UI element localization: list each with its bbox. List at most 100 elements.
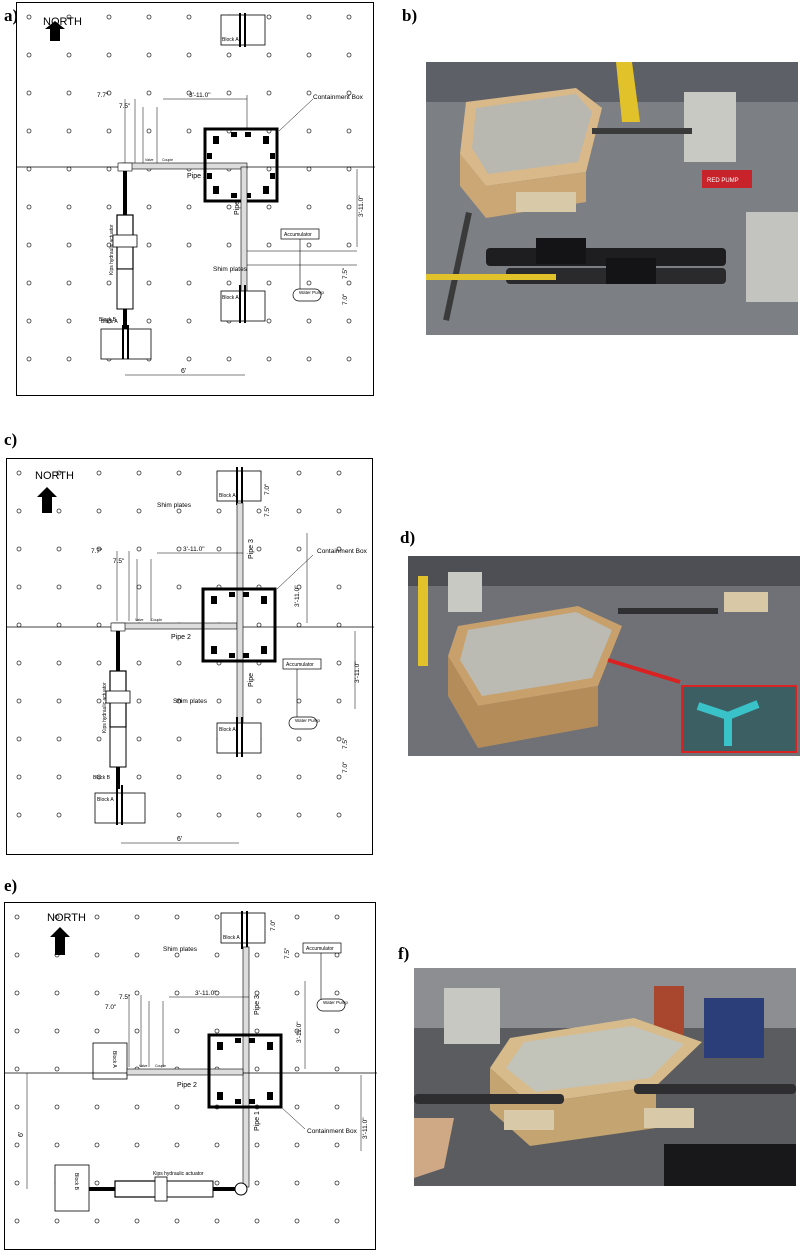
anchor-point bbox=[14, 1180, 20, 1186]
anchor-point bbox=[56, 622, 62, 628]
dim-3-11: 3'-11.0" bbox=[183, 546, 205, 553]
anchor-point bbox=[306, 242, 312, 248]
dim-3-11: 3'-11.0" bbox=[189, 92, 211, 99]
anchor-point bbox=[14, 914, 20, 920]
actuator-label: Kips hydraulic actuator bbox=[102, 682, 108, 733]
photo-d bbox=[408, 556, 800, 756]
shim-plates-label: Shim plates bbox=[163, 946, 198, 953]
dim-7-7: 7.7" bbox=[97, 92, 109, 99]
anchor-point bbox=[54, 1104, 60, 1110]
anchor-point bbox=[176, 660, 182, 666]
anchor-point bbox=[336, 812, 342, 818]
containment-box-label: Containment Box bbox=[313, 94, 364, 101]
block-a-bottom bbox=[94, 792, 146, 824]
anchor-point bbox=[66, 14, 72, 20]
anchor-point bbox=[214, 1180, 220, 1186]
dim-7-0-top: 7.0" bbox=[270, 919, 277, 931]
anchor-point bbox=[106, 52, 112, 58]
dim-3-11-v2: 3'-11.0" bbox=[362, 1117, 369, 1139]
dim-7-5: 7.5" bbox=[119, 994, 131, 1001]
valve-label: Valve bbox=[139, 1064, 148, 1068]
anchor-point bbox=[306, 90, 312, 96]
anchor-point bbox=[54, 1028, 60, 1034]
callout-arrow bbox=[607, 658, 681, 684]
anchor-point bbox=[66, 204, 72, 210]
dim-7-7: 7.7" bbox=[91, 548, 103, 555]
photo-b: RED PUMP bbox=[426, 62, 798, 335]
anchor-point bbox=[254, 1066, 260, 1072]
anchor-point bbox=[216, 698, 222, 704]
anchor-point bbox=[14, 990, 20, 996]
anchor-point bbox=[96, 584, 102, 590]
anchor-point bbox=[94, 1142, 100, 1148]
pipe-label: Pipe bbox=[248, 673, 255, 687]
anchor-point bbox=[346, 166, 352, 172]
dim-7-5: 7.5" bbox=[113, 558, 125, 565]
anchor-point bbox=[254, 1218, 260, 1224]
anchor-point bbox=[176, 812, 182, 818]
anchor-point bbox=[134, 1104, 140, 1110]
dim-3-11-v1: 3'-11.0" bbox=[294, 585, 301, 607]
yellow-stripe bbox=[616, 62, 640, 122]
anchor-point bbox=[136, 508, 142, 514]
anchor-point bbox=[296, 622, 302, 628]
anchor-point bbox=[66, 318, 72, 324]
anchor-point bbox=[336, 660, 342, 666]
water-pump bbox=[292, 288, 322, 302]
anchor-point bbox=[214, 914, 220, 920]
pipe-vertical bbox=[242, 946, 250, 1188]
pipe-2 bbox=[112, 622, 238, 630]
anchor-point bbox=[106, 14, 112, 20]
anchor-point bbox=[296, 584, 302, 590]
anchor-point bbox=[266, 242, 272, 248]
anchor-point bbox=[334, 1142, 340, 1148]
anchor-point bbox=[26, 318, 32, 324]
hydraulic-actuator bbox=[105, 622, 131, 789]
anchor-point bbox=[96, 622, 102, 628]
anchor-point bbox=[294, 1028, 300, 1034]
north-arrow-icon bbox=[50, 927, 70, 955]
anchor-point bbox=[136, 584, 142, 590]
concrete-block bbox=[684, 92, 736, 162]
dim-6: 6' bbox=[177, 836, 182, 843]
anchor-point bbox=[306, 318, 312, 324]
pipe-2-label: Pipe 2 bbox=[187, 173, 207, 180]
anchor-point bbox=[66, 128, 72, 134]
block-b-label: Block B bbox=[73, 1173, 79, 1191]
anchor-point bbox=[136, 660, 142, 666]
block-a-lower bbox=[220, 290, 266, 322]
anchor-point bbox=[214, 1028, 220, 1034]
anchor-point bbox=[294, 914, 300, 920]
panel-label-c: c) bbox=[4, 430, 18, 449]
anchor-point bbox=[134, 1218, 140, 1224]
anchor-point bbox=[346, 90, 352, 96]
anchor-point bbox=[66, 90, 72, 96]
containment-box bbox=[207, 1033, 283, 1109]
anchor-point bbox=[94, 952, 100, 958]
water-pump-label: Water Pump bbox=[323, 1000, 348, 1005]
pipe-2-label: Pipe 2 bbox=[177, 1082, 197, 1089]
anchor-point bbox=[216, 812, 222, 818]
anchor-point bbox=[56, 698, 62, 704]
anchor-point bbox=[294, 1142, 300, 1148]
anchor-point bbox=[254, 952, 260, 958]
north-label: NORTH bbox=[47, 912, 86, 924]
couple-label: Couple bbox=[162, 158, 173, 162]
anchor-point bbox=[136, 736, 142, 742]
anchor-point bbox=[256, 698, 262, 704]
anchor-point bbox=[94, 1180, 100, 1186]
north-label: NORTH bbox=[35, 470, 74, 482]
anchor-point bbox=[266, 90, 272, 96]
anchor-point bbox=[94, 990, 100, 996]
anchor-point bbox=[14, 1028, 20, 1034]
anchor-point bbox=[346, 128, 352, 134]
anchor-point bbox=[16, 660, 22, 666]
dim-3-11: 3'-11.0" bbox=[195, 990, 217, 997]
block-a-top bbox=[220, 14, 266, 46]
anchor-point bbox=[136, 470, 142, 476]
photo-d-svg bbox=[408, 556, 800, 756]
anchor-point bbox=[134, 1142, 140, 1148]
anchor-point bbox=[336, 622, 342, 628]
anchor-point bbox=[136, 546, 142, 552]
anchor-point bbox=[294, 1218, 300, 1224]
